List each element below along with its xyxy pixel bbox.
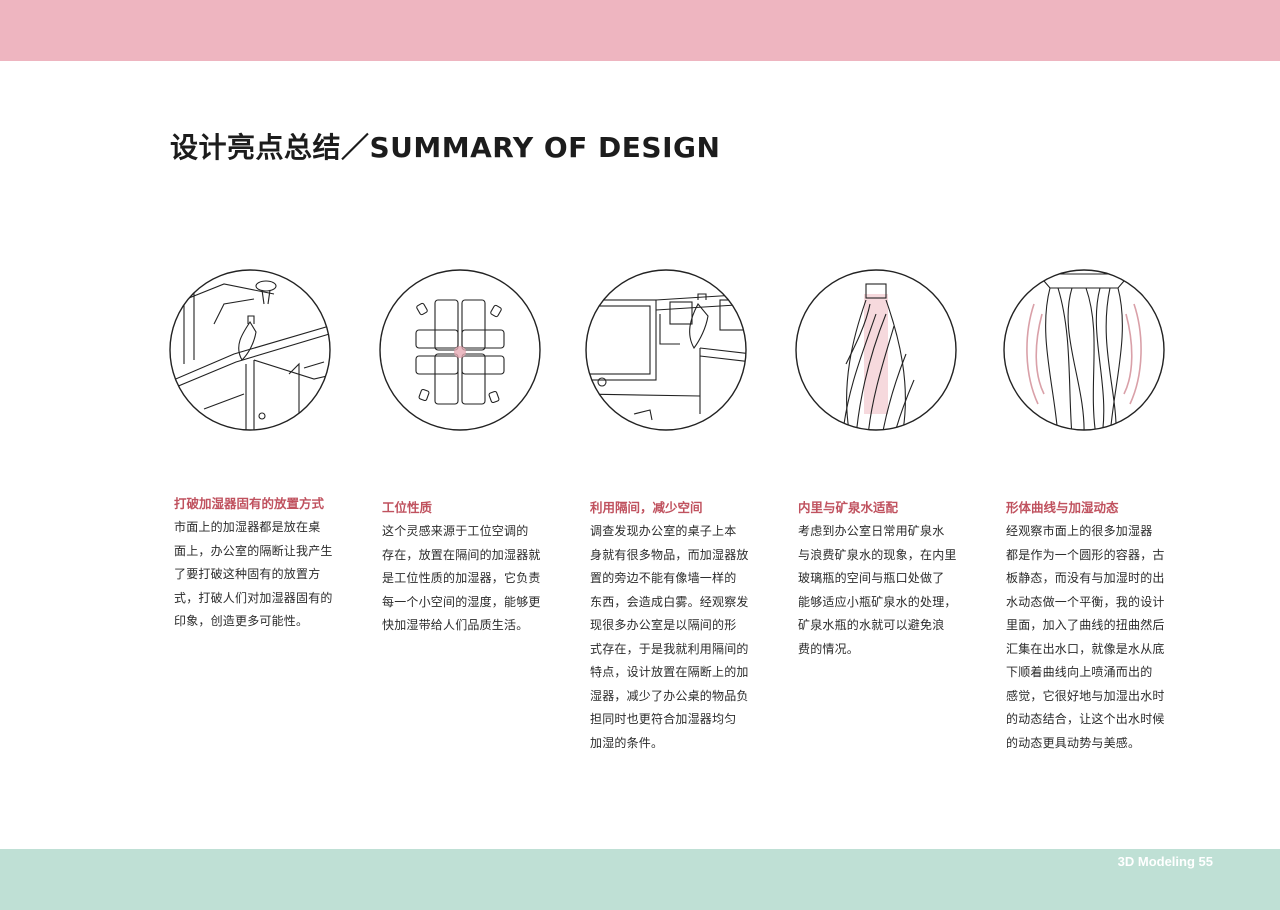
form-curve-illustration <box>998 264 1170 436</box>
section-body: 经观察市面上的很多加湿器 都是作为一个圆形的容器，古 板静态，而没有与加湿时的出… <box>1006 524 1165 750</box>
top-color-band <box>0 0 1280 61</box>
section-form-curve: 形体曲线与加湿动态 经观察市面上的很多加湿器 都是作为一个圆形的容器，古 板静态… <box>1006 498 1166 755</box>
page-title: 设计亮点总结／SUMMARY OF DESIGN <box>170 131 721 164</box>
section-body: 市面上的加湿器都是放在桌 面上，办公室的隔断让我产生 了要打破这种固有的放置方 … <box>174 520 333 628</box>
section-body: 考虑到办公室日常用矿泉水 与浪费矿泉水的现象，在内里 玻璃瓶的空间与瓶口处做了 … <box>798 524 957 656</box>
section-title: 内里与矿泉水适配 <box>798 500 899 515</box>
bottom-color-band <box>0 849 1280 910</box>
section-body: 调查发现办公室的桌子上本 身就有很多物品，而加湿器放 置的旁边不能有像墙一样的 … <box>590 524 749 750</box>
section-body: 这个灵感来源于工位空调的 存在，放置在隔间的加湿器就 是工位性质的加湿器，它负责… <box>382 524 541 632</box>
section-bottle-fit: 内里与矿泉水适配 考虑到办公室日常用矿泉水 与浪费矿泉水的现象，在内里 玻璃瓶的… <box>798 498 958 661</box>
water-bottle-fit-illustration <box>790 264 962 436</box>
section-title: 利用隔间，减少空间 <box>590 500 703 515</box>
office-desk-partition-illustration <box>164 264 336 436</box>
partition-humidifier-illustration <box>580 264 752 436</box>
section-workstation: 工位性质 这个灵感来源于工位空调的 存在，放置在隔间的加湿器就 是工位性质的加湿… <box>382 498 542 638</box>
section-title: 形体曲线与加湿动态 <box>1006 500 1119 515</box>
section-partition: 利用隔间，减少空间 调查发现办公室的桌子上本 身就有很多物品，而加湿器放 置的旁… <box>590 498 750 755</box>
section-placement: 打破加湿器固有的放置方式 市面上的加湿器都是放在桌 面上，办公室的隔断让我产生 … <box>174 494 334 634</box>
section-title: 打破加湿器固有的放置方式 <box>174 496 325 511</box>
section-title: 工位性质 <box>382 500 433 515</box>
workstation-layout-illustration <box>374 264 546 436</box>
page-number: 3D Modeling 55 <box>1117 854 1213 869</box>
